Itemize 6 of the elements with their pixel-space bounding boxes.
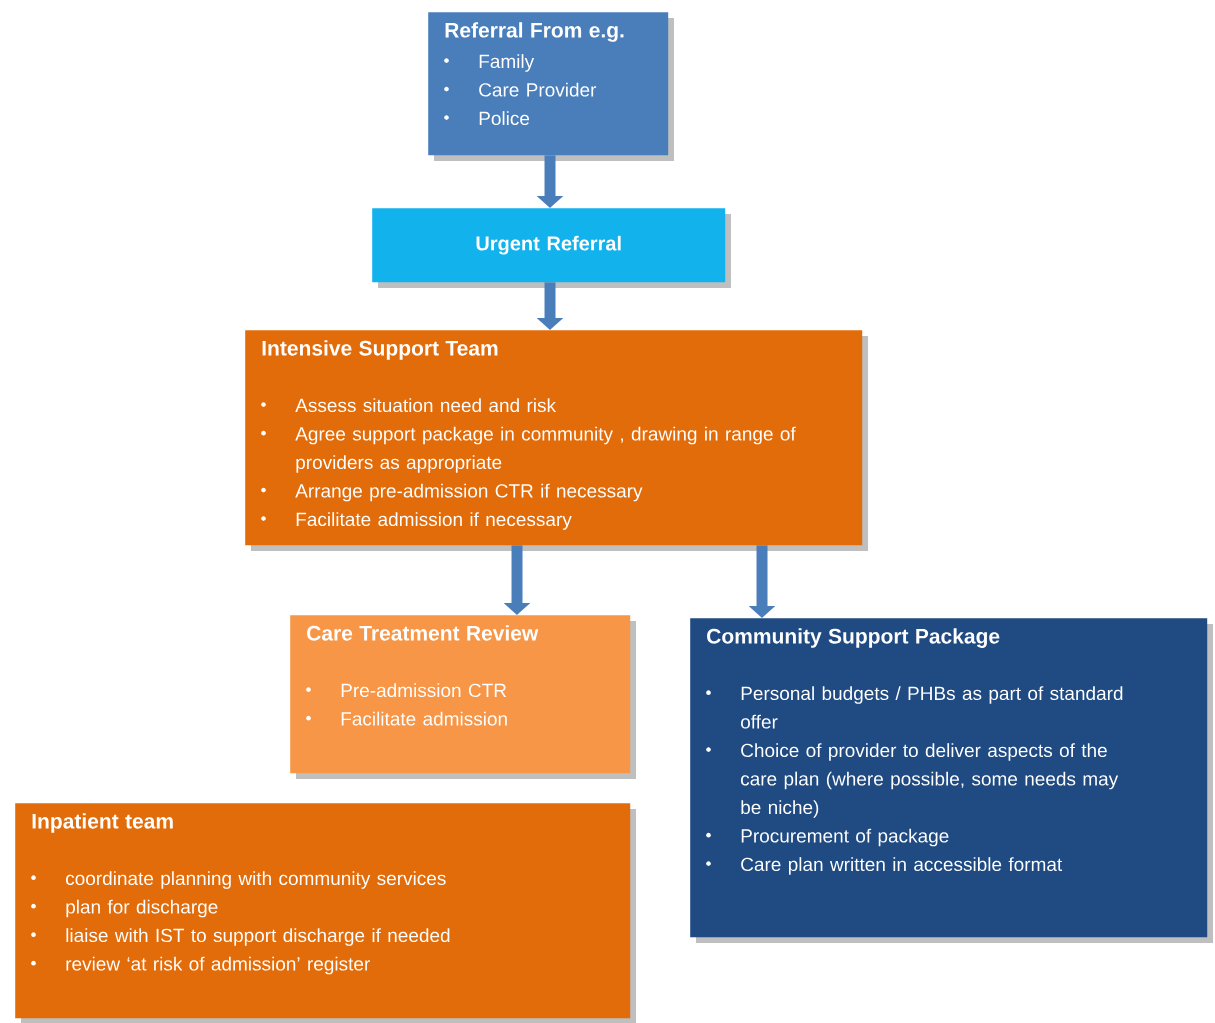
process-box: Intensive Support Team Assess situation need and risk Agree support package in community , drawing in range of providers as appropriate Arrange pre-admission CTR if necessary Facilitate admission if necessary xyxy=(245,330,868,551)
process-box: Community Support Package Personal budgets / PHBs as part of standard offer Choice of provider to deliver aspects of the care plan (where possible, some needs may be niche) Procurement of package Care plan written in accessible format xyxy=(690,618,1213,943)
process-box: Inpatient team coordinate planning with community services plan for discharge liaise with IST to support discharge if needed review ‘at risk of admission’ register xyxy=(15,803,636,1023)
process-box: Care Treatment Review Pre-admission CTR Facilitate admission xyxy=(290,615,636,779)
process-box: Referral From e.g. Family Care Provider Police xyxy=(428,12,674,161)
process-box: Urgent Referral xyxy=(372,208,731,288)
